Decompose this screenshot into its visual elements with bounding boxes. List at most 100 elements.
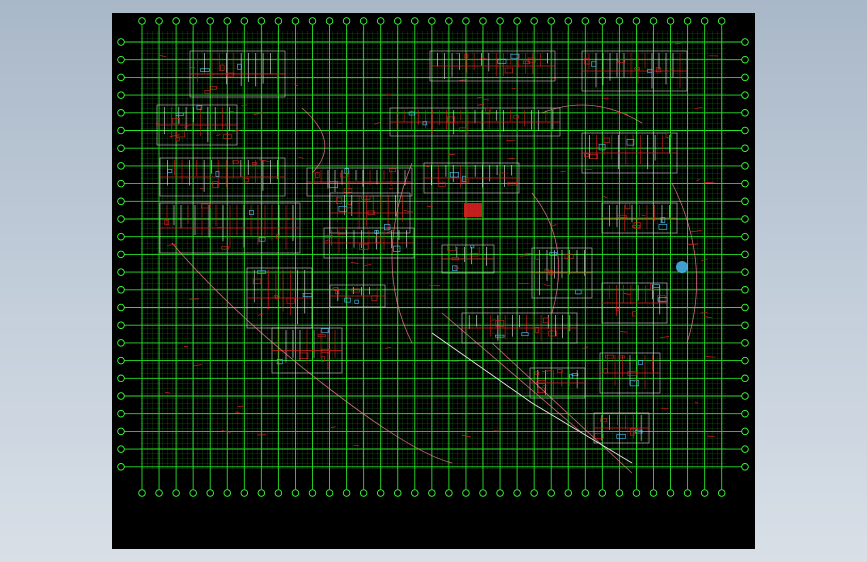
axis-bubble-bottom — [479, 489, 487, 497]
red-detail-dash — [519, 255, 530, 257]
room-detail — [665, 132, 672, 138]
axis-bubble-left — [117, 356, 125, 365]
room-detail — [632, 311, 638, 317]
room-detail — [513, 115, 519, 119]
room-detail — [447, 244, 456, 252]
grid-field — [140, 31, 726, 469]
room-detail — [335, 197, 342, 204]
axis-bubble-right — [741, 232, 749, 241]
road-curve — [531, 192, 560, 314]
room-detail — [320, 328, 330, 333]
room-detail — [175, 112, 184, 116]
axis-bubble-right — [741, 144, 749, 152]
red-detail-dash — [216, 226, 224, 229]
axis-bubble-left — [117, 374, 125, 383]
axis-grid-lines — [124, 25, 742, 489]
axis-bubble-left — [117, 109, 125, 117]
axis-bubble-right — [741, 38, 749, 46]
room-detail — [543, 317, 549, 324]
room-detail — [351, 288, 360, 293]
axis-bubble-top — [411, 17, 419, 25]
axis-bubble-bottom — [138, 489, 146, 497]
axis-bubble-bottom — [632, 489, 641, 497]
axis-bubble-top — [257, 17, 266, 25]
axis-bubble-bottom — [274, 489, 283, 497]
room-detail — [315, 172, 320, 178]
room-detail — [660, 217, 666, 223]
room-detail — [584, 153, 589, 158]
floor-plan-blocks — [155, 42, 719, 474]
red-detail-dash — [602, 195, 608, 199]
axis-bubble-right — [741, 374, 749, 383]
axis-bubble-top — [564, 17, 573, 25]
red-detail-dash — [241, 104, 248, 107]
red-detail-dash — [506, 139, 516, 142]
red-detail-dash — [193, 364, 202, 367]
red-detail-dash — [701, 259, 708, 261]
axis-bubble-bottom — [530, 489, 538, 497]
axis-bubble-bottom — [513, 489, 521, 497]
road-curve — [171, 242, 453, 464]
axis-bubble-left — [117, 339, 125, 347]
axis-bubble-bottom — [683, 489, 692, 497]
axis-bubble-top — [632, 17, 641, 25]
axis-bubble-bottom — [700, 489, 709, 497]
red-detail-dash — [700, 312, 708, 314]
axis-bubble-top — [291, 17, 300, 25]
room-detail — [469, 253, 479, 257]
axis-bubble-bottom — [308, 489, 317, 497]
room-detail — [344, 168, 349, 174]
axis-bubble-bottom — [240, 489, 249, 497]
room-detail — [243, 178, 249, 183]
room-detail — [338, 205, 348, 212]
road-curve — [301, 107, 326, 174]
axis-bubble-top — [308, 17, 317, 25]
axis-bubble-right — [741, 303, 749, 312]
red-detail-dash — [551, 224, 557, 227]
axis-bubble-bottom — [666, 489, 675, 497]
red-detail-dash — [403, 209, 414, 213]
room-detail — [630, 428, 639, 432]
axis-bubble-bottom — [172, 489, 180, 497]
room-detail — [638, 360, 643, 366]
site-plan-drawing[interactable] — [112, 13, 755, 549]
red-detail-dash — [164, 391, 171, 394]
axis-bubble-bottom — [359, 489, 368, 497]
room-detail — [302, 292, 313, 297]
room-detail — [600, 418, 608, 423]
axis-bubble-top — [206, 17, 214, 25]
axis-bubble-top — [462, 17, 470, 25]
axis-bubble-top — [649, 17, 658, 25]
axis-bubble-left — [117, 162, 125, 170]
room-detail — [632, 224, 641, 228]
axis-bubble-bottom — [325, 489, 334, 497]
room-detail — [210, 86, 217, 90]
room-detail — [549, 252, 558, 256]
room-detail — [544, 268, 549, 273]
road-curve — [441, 312, 583, 434]
room-detail — [333, 287, 339, 291]
room-detail — [447, 116, 456, 123]
red-detail-dash — [641, 214, 646, 217]
road-curve — [541, 104, 643, 124]
red-detail-dash — [155, 122, 160, 125]
axis-bubble-right — [741, 73, 749, 82]
axis-bubbles — [117, 17, 749, 497]
red-detail-dash — [690, 230, 702, 233]
room-detail — [334, 289, 340, 295]
room-detail — [603, 137, 610, 143]
room-detail — [343, 188, 353, 193]
room-detail — [454, 266, 459, 270]
road-curve — [391, 162, 413, 344]
axis-bubble-bottom — [496, 489, 504, 497]
room-detail — [276, 234, 281, 239]
axis-bubble-right — [741, 445, 749, 453]
red-detail-dash — [216, 134, 221, 136]
cad-viewport[interactable] — [112, 13, 755, 549]
axis-bubble-bottom — [615, 489, 624, 497]
room-detail — [344, 297, 351, 303]
room-detail — [629, 380, 640, 387]
room-detail — [223, 133, 232, 140]
room-detail — [603, 368, 608, 374]
axis-bubble-bottom — [223, 489, 231, 497]
